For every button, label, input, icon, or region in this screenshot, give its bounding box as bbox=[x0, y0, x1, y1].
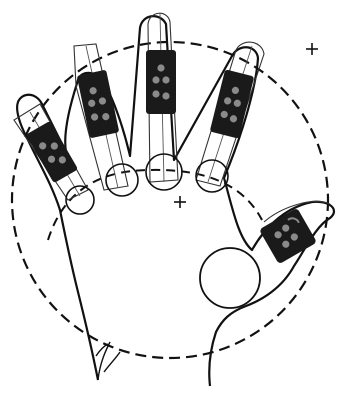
sleeve-middle bbox=[146, 50, 176, 114]
plus-marker-palm bbox=[174, 196, 186, 208]
palm-circle bbox=[200, 248, 260, 308]
sleeve-ring bbox=[77, 70, 120, 139]
wrist-crease bbox=[96, 342, 120, 380]
sleeve-thumb bbox=[259, 208, 317, 265]
inner-dashed-arc bbox=[48, 170, 262, 240]
plus-marker-top-right bbox=[306, 43, 318, 55]
knuckle-circles bbox=[66, 154, 228, 214]
